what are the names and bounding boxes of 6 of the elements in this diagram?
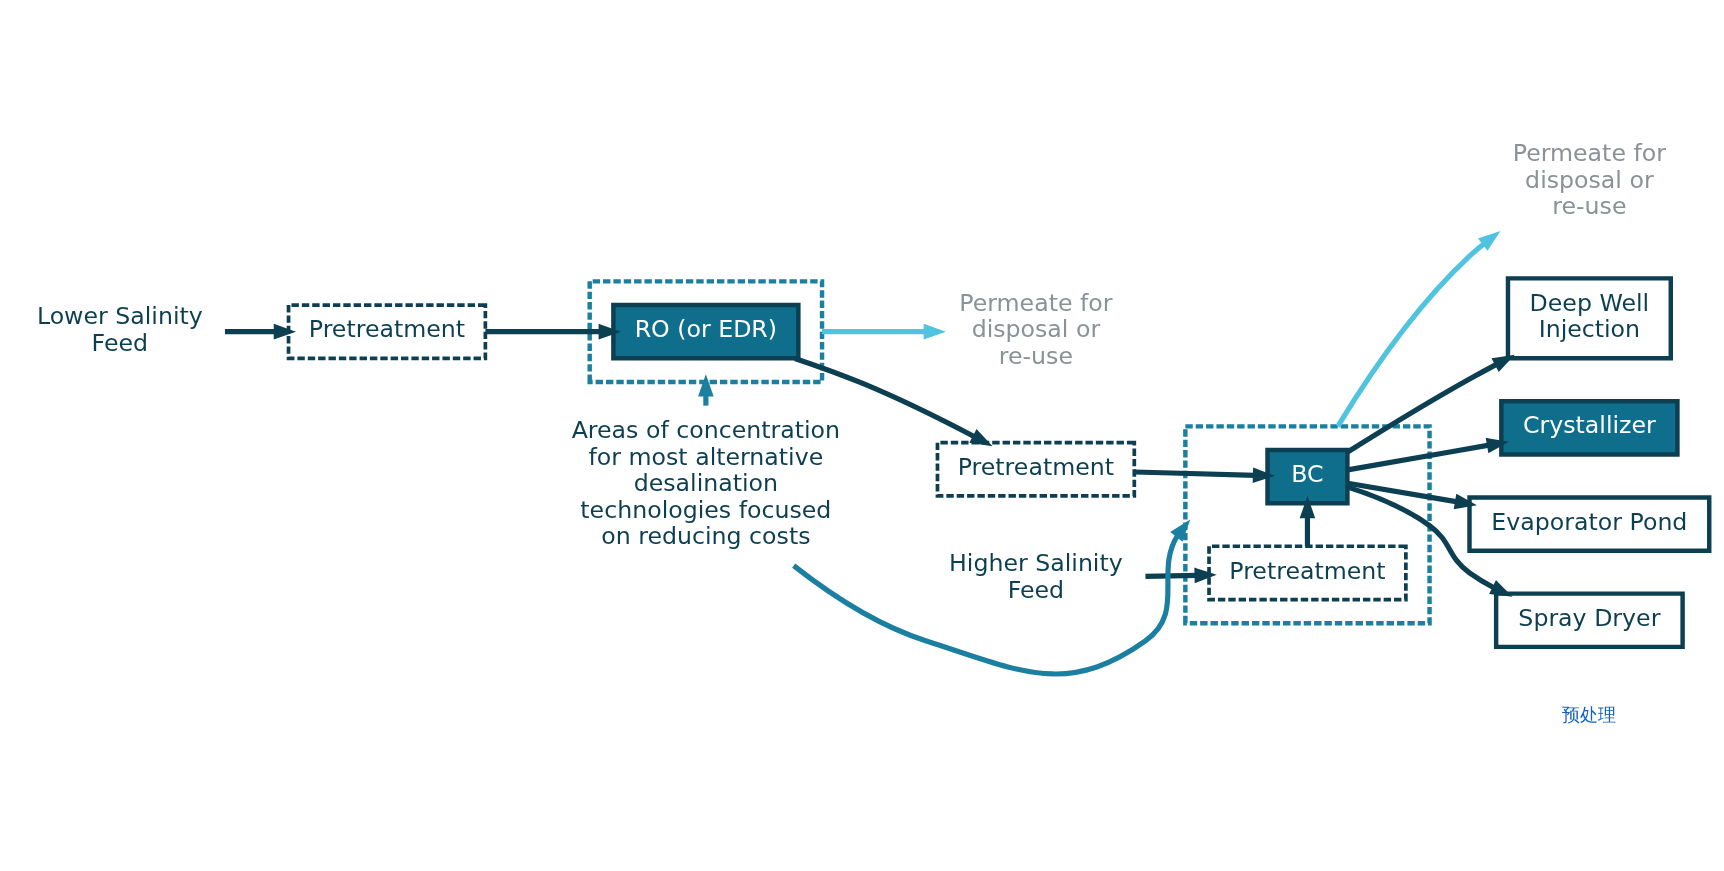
node-text: Higher Salinity Feed xyxy=(949,548,1123,604)
node-text: Areas of concentration for most alternative desalination technologies focused on reducing costs xyxy=(571,415,841,550)
node-text: Permeate for disposal or re-use xyxy=(959,288,1113,370)
node-text: Permeate for disposal or re-use xyxy=(1512,138,1667,220)
node-text: Lower Salinity Feed xyxy=(36,301,203,357)
label: 预处理 xyxy=(1562,704,1617,725)
